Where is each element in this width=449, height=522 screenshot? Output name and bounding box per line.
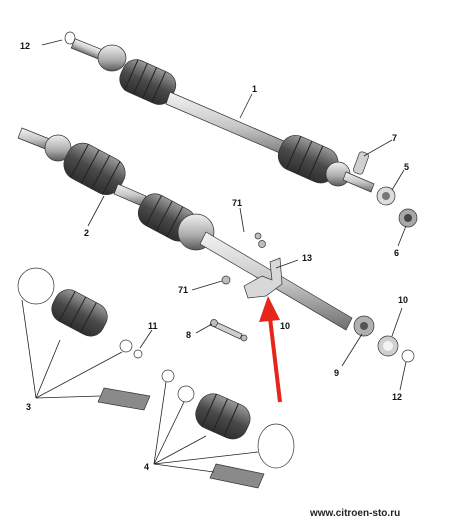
callout-13: 13 xyxy=(302,253,312,263)
callout-5: 5 xyxy=(404,162,409,172)
callout-71-mid: 71 xyxy=(178,285,188,295)
callout-9: 9 xyxy=(334,368,339,378)
callout-12-bottom: 12 xyxy=(392,392,402,402)
callout-71-top: 71 xyxy=(232,198,242,208)
callout-7: 7 xyxy=(392,133,397,143)
boot-kit-right xyxy=(161,369,295,489)
callout-4: 4 xyxy=(144,462,149,472)
support-bracket xyxy=(221,232,283,299)
callout-1: 1 xyxy=(252,84,257,94)
red-pointer-arrow xyxy=(259,296,282,403)
driveshaft-upper xyxy=(70,38,375,193)
callout-12-top: 12 xyxy=(20,41,30,51)
snap-ring xyxy=(64,31,76,45)
leader-lines xyxy=(21,39,407,473)
callout-labels: 12 1 2 7 5 6 71 13 71 10 8 11 10 9 12 3 … xyxy=(20,41,409,472)
bolt xyxy=(209,319,248,342)
callout-10-right: 10 xyxy=(398,295,408,305)
watermark: www.citroen-sto.ru xyxy=(309,508,400,519)
bearing-parts-upper xyxy=(353,151,418,228)
callout-2: 2 xyxy=(84,228,89,238)
callout-3: 3 xyxy=(26,402,31,412)
callout-10-mid: 10 xyxy=(280,321,290,331)
callout-6: 6 xyxy=(394,248,399,258)
bearing-parts-lower xyxy=(353,315,415,363)
callout-8: 8 xyxy=(186,330,191,340)
boot-kit-left xyxy=(17,267,151,411)
callout-11: 11 xyxy=(148,321,158,331)
